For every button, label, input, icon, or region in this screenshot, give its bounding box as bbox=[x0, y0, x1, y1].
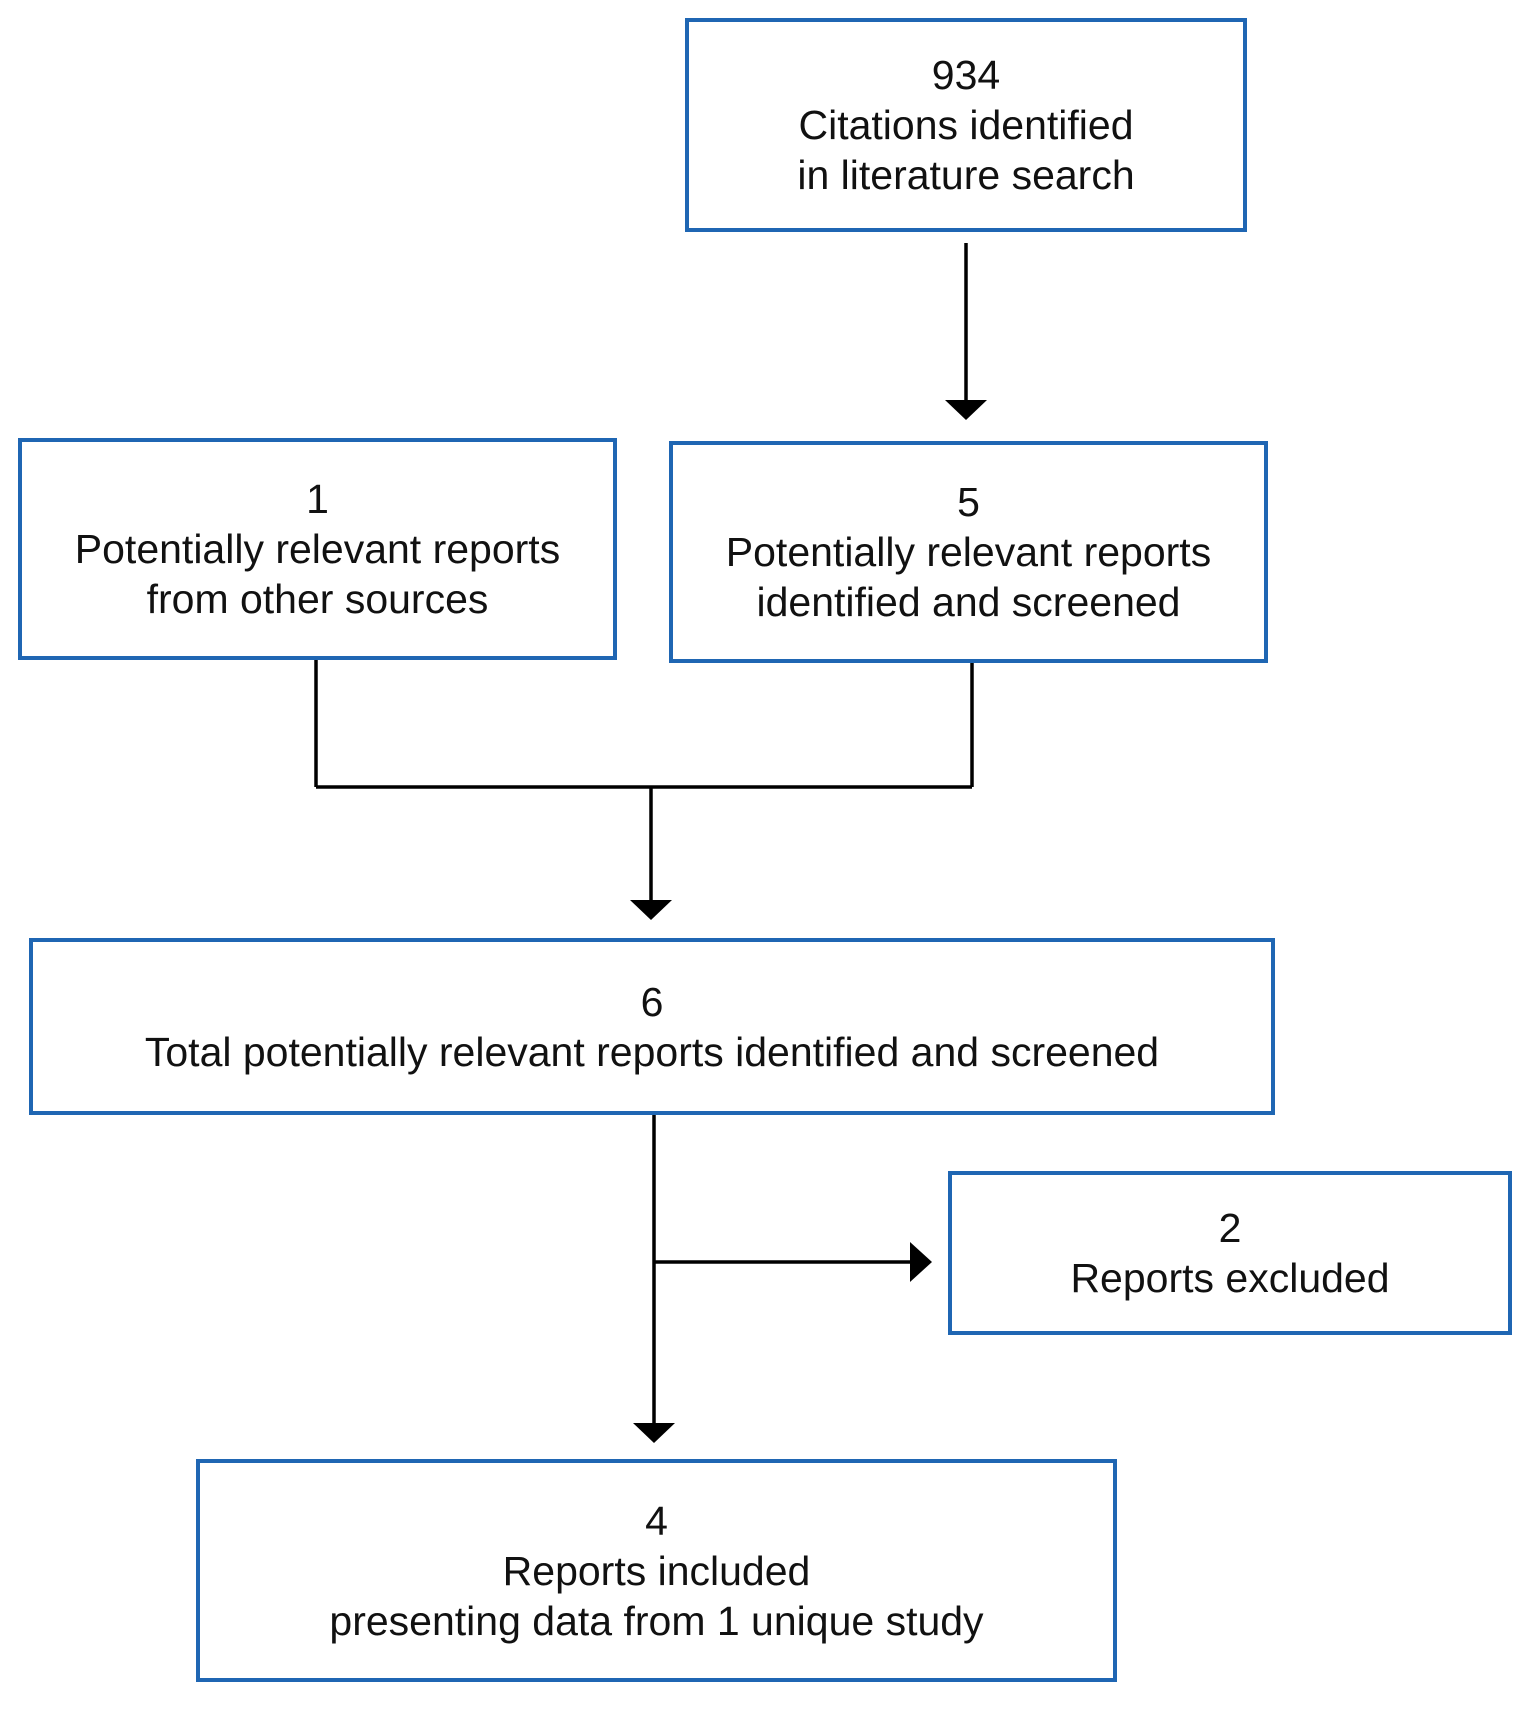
included-box: 4 Reports included presenting data from … bbox=[196, 1459, 1117, 1682]
arrowhead-to-included bbox=[633, 1423, 675, 1443]
included-count: 4 bbox=[645, 1497, 668, 1544]
screened-label-line2: identified and screened bbox=[756, 579, 1181, 625]
excluded-box: 2 Reports excluded bbox=[948, 1171, 1512, 1335]
search-label-line2: in literature search bbox=[797, 152, 1135, 198]
arrowhead-to-total bbox=[630, 900, 672, 920]
search-count: 934 bbox=[931, 52, 1001, 98]
other-sources-label-line2: from other sources bbox=[146, 576, 489, 622]
included-label-line1: Reports included bbox=[502, 1547, 811, 1594]
excluded-label: Reports excluded bbox=[1070, 1255, 1390, 1301]
search-label-line1: Citations identified bbox=[798, 102, 1134, 148]
screened-label-line1: Potentially relevant reports bbox=[725, 529, 1212, 575]
screened-box: 5 Potentially relevant reports identifie… bbox=[669, 441, 1268, 663]
total-box: 6 Total potentially relevant reports ide… bbox=[29, 938, 1275, 1115]
other-sources-label-line1: Potentially relevant reports bbox=[74, 526, 561, 572]
other-sources-box: 1 Potentially relevant reports from othe… bbox=[18, 438, 617, 660]
included-label-line2: presenting data from 1 unique study bbox=[329, 1597, 984, 1644]
arrowhead-to-screened bbox=[945, 400, 987, 420]
arrowhead-to-excluded bbox=[910, 1242, 932, 1282]
excluded-count: 2 bbox=[1218, 1205, 1242, 1251]
search-box: 934 Citations identified in literature s… bbox=[685, 18, 1247, 232]
total-label: Total potentially relevant reports ident… bbox=[144, 1028, 1160, 1075]
total-count: 6 bbox=[640, 978, 664, 1025]
other-sources-count: 1 bbox=[306, 476, 329, 522]
screened-count: 5 bbox=[957, 479, 980, 525]
